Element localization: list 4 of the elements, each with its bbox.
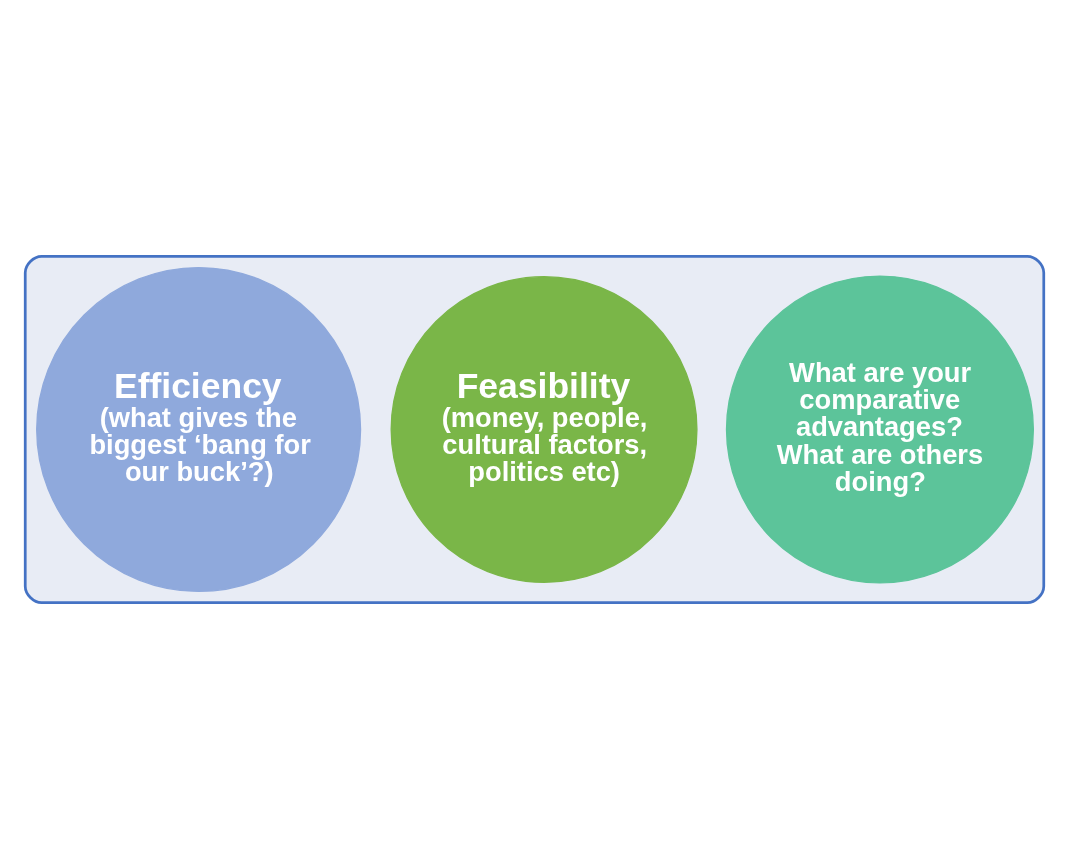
node-circle: What are your comparative advantages? What are others doing? [725,274,1034,584]
node-circle: Feasibility (money, people, cultural factors, politics etc) [390,275,698,583]
cluster [23,254,1046,604]
node-circle: Efficiency (what gives the biggest ‘bang for our buck’?) [36,266,362,592]
